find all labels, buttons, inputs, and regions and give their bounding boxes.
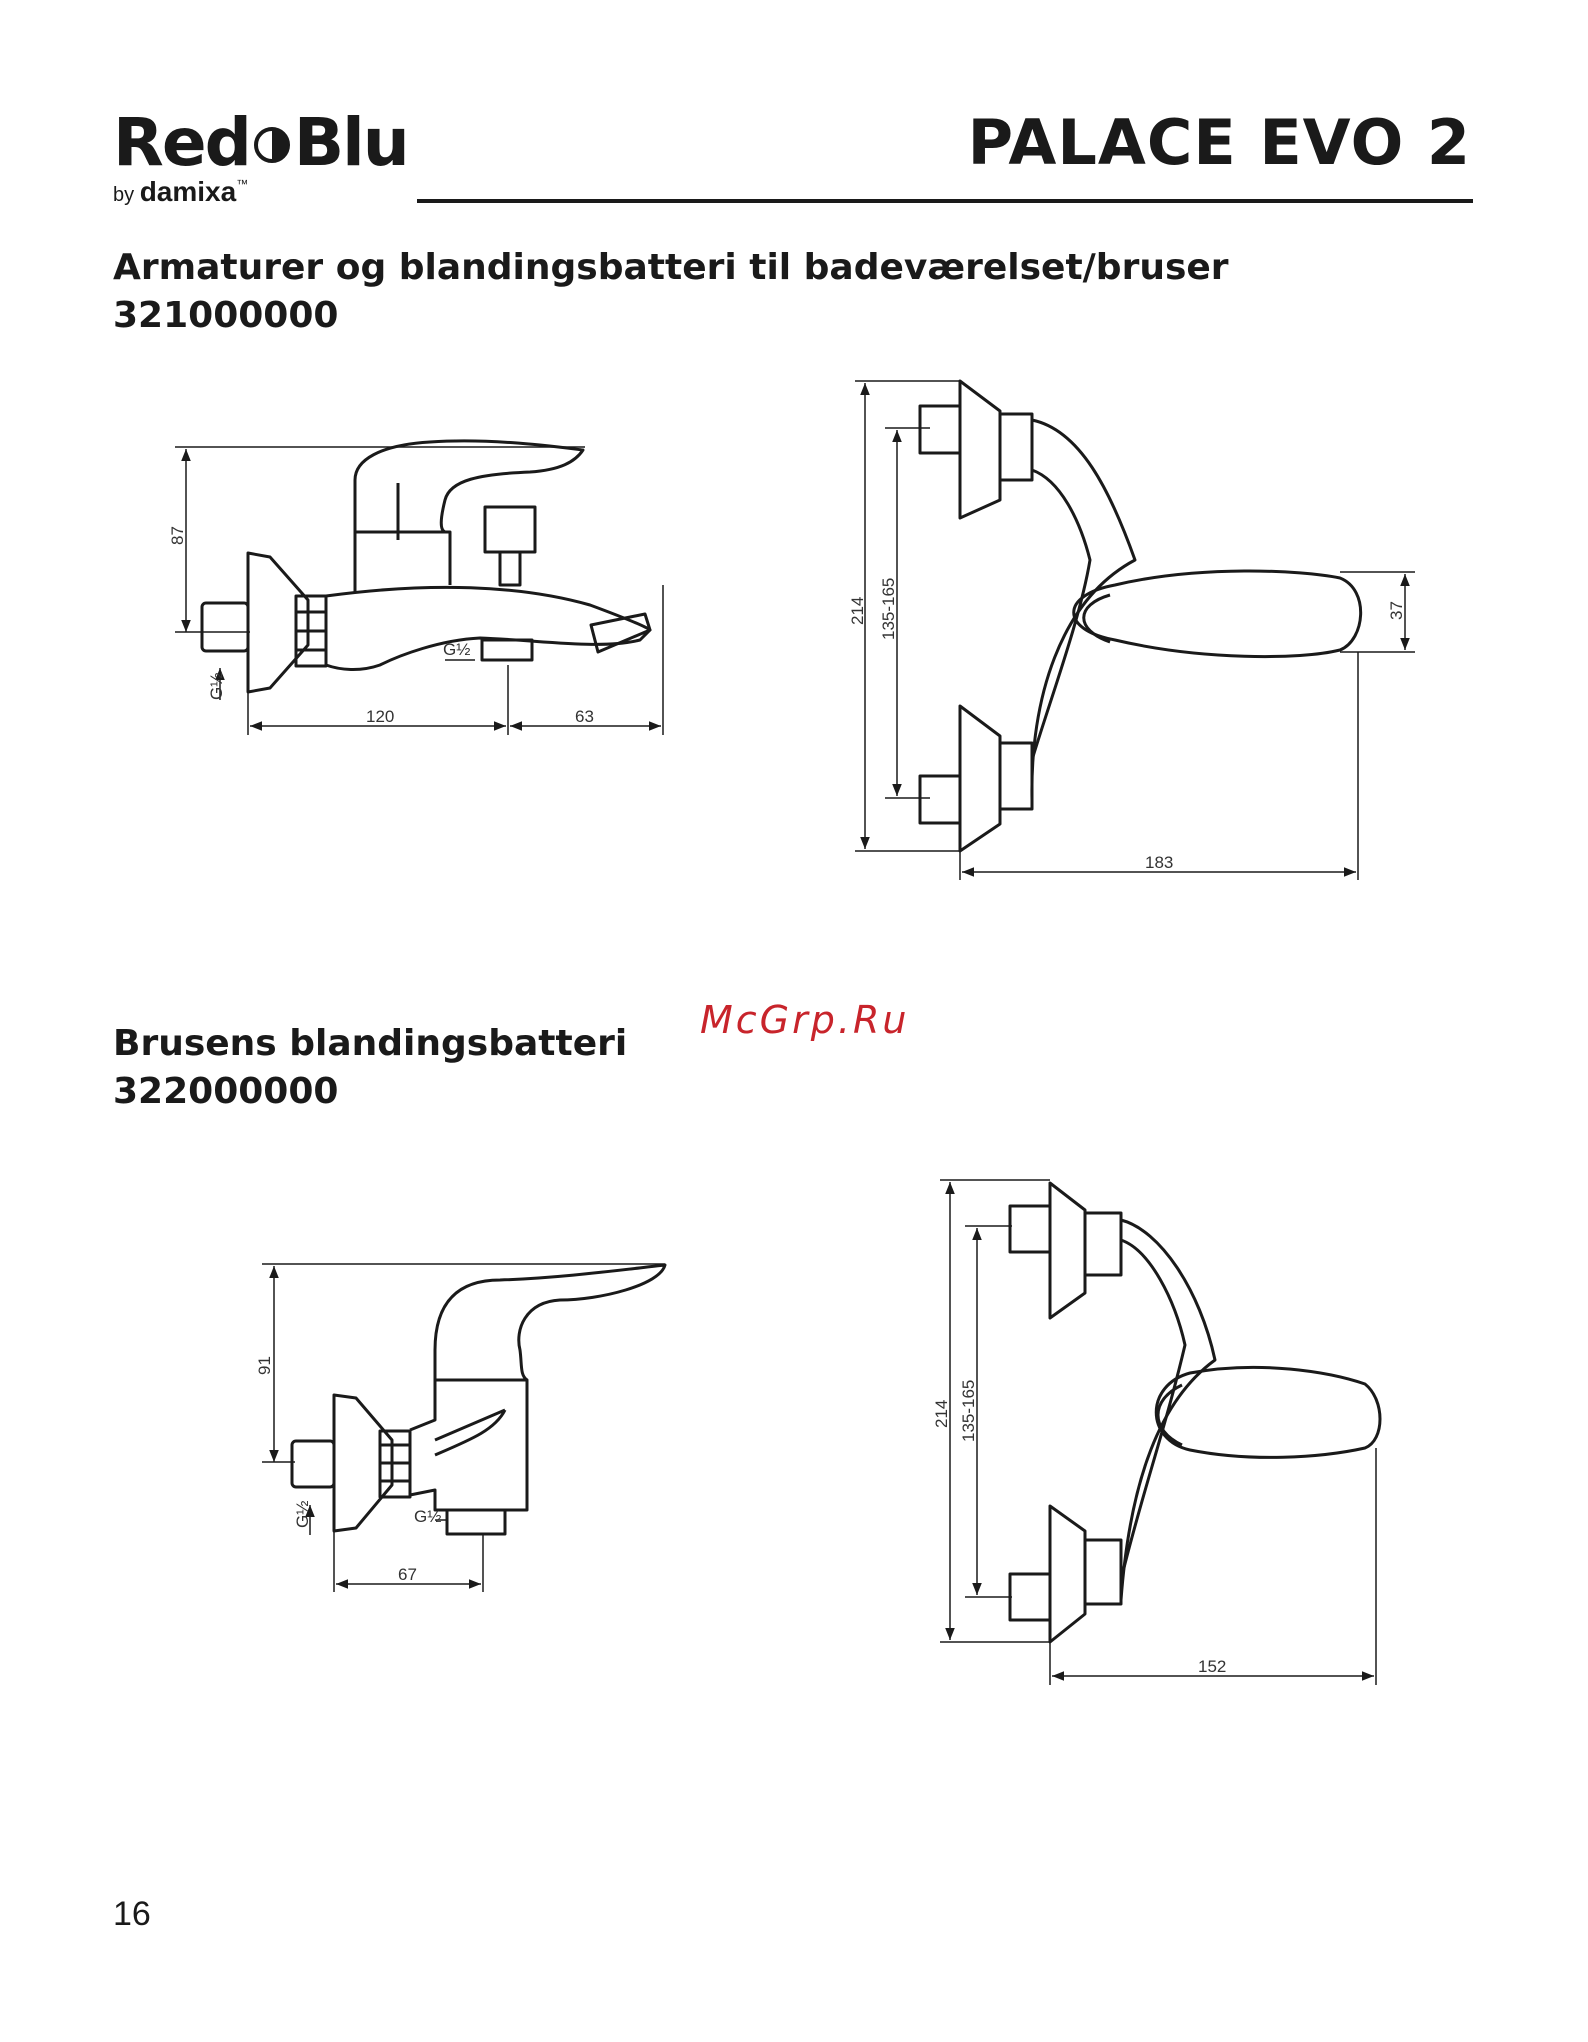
dim-s1-front-height: 214	[848, 597, 867, 625]
dim-s2-thread-bottom: G½	[414, 1507, 441, 1526]
dim-s1-spout: 63	[575, 707, 594, 726]
dim-s1-thread-left: G½	[207, 673, 226, 700]
shower-mixer-front-view	[1010, 1183, 1380, 1642]
dim-s2-width: 152	[1198, 1657, 1226, 1676]
dim-s1-depth: 120	[366, 707, 394, 726]
dim-s1-width: 183	[1145, 853, 1173, 872]
bath-mixer-side-view	[202, 441, 650, 692]
dim-s1-handle: 37	[1387, 601, 1406, 620]
dim-s1-thread-bottom: G½	[443, 640, 470, 659]
dim-s2-centers: 135-165	[959, 1380, 978, 1442]
dim-s1-height: 87	[168, 526, 187, 545]
dim-s2-depth: 67	[398, 1565, 417, 1584]
page-number: 16	[113, 1895, 151, 1934]
shower-mixer-side-view	[292, 1265, 665, 1534]
dim-s1-centers: 135-165	[879, 578, 898, 640]
bath-mixer-front-view	[920, 381, 1361, 851]
dim-s2-front-height: 214	[932, 1400, 951, 1428]
dim-s2-thread-left: G½	[293, 1501, 312, 1528]
dim-s2-height: 91	[255, 1356, 274, 1375]
